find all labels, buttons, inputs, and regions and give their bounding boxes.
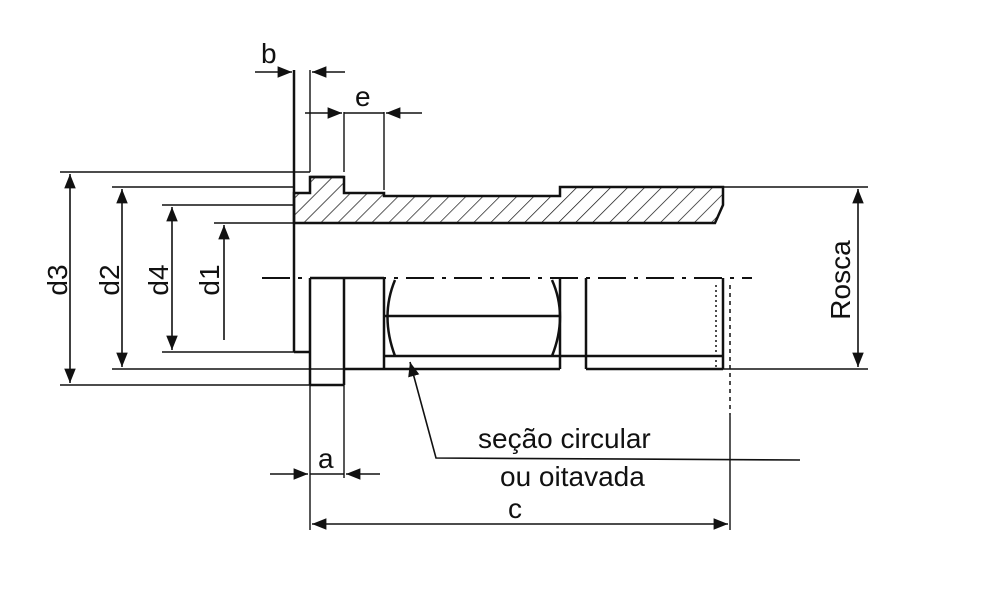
extension-lines	[60, 70, 868, 530]
note-line-1: seção circular	[478, 423, 651, 454]
label-d4: d4	[143, 264, 174, 295]
label-d1: d1	[194, 264, 225, 295]
labels: b e d3 d2 d4 d1 Rosca a c seção circular…	[42, 38, 856, 524]
label-e: e	[355, 81, 371, 112]
label-d3: d3	[42, 264, 73, 295]
label-c: c	[508, 493, 522, 524]
note-line-2: ou oitavada	[500, 461, 645, 492]
label-a: a	[318, 443, 334, 474]
hatched-section	[292, 175, 725, 225]
dimension-lines	[64, 66, 864, 530]
label-b: b	[261, 38, 277, 69]
part-outline	[292, 70, 731, 415]
label-rosca: Rosca	[825, 240, 856, 320]
note-leader	[408, 361, 801, 461]
label-d2: d2	[94, 264, 125, 295]
